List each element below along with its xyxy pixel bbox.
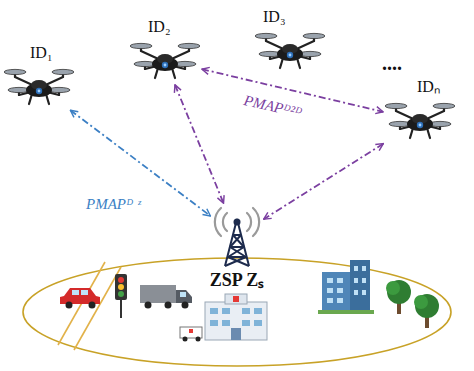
drone-icon [130,38,200,83]
link-arrow [175,85,224,203]
drone-node: ID₃ [255,28,325,73]
drone-icon [255,28,325,73]
drone-id: ID₁ [30,44,52,62]
link-arrow [264,144,384,219]
drone-node: ID₁ [4,64,74,109]
drone-icon [385,98,455,143]
tower-icon [212,205,262,267]
link-arrow [70,110,210,216]
drone-node: IDₙ [385,98,455,143]
drone-id: ID₂ [148,18,170,36]
station-name: ZSP Zₛ [210,271,265,289]
drone-node: ID₂ [130,38,200,83]
link-label: PMAPᴰ²ᴰ [242,92,303,121]
base-station-node: ZSP Zₛ [212,205,262,267]
drone-icon [4,64,74,109]
drone-id: ID₃ [263,8,285,26]
ellipsis-mark: .... [382,52,402,74]
drone-id: IDₙ [417,78,440,96]
link-label: PMAPᴰ ᶻ [86,196,141,213]
